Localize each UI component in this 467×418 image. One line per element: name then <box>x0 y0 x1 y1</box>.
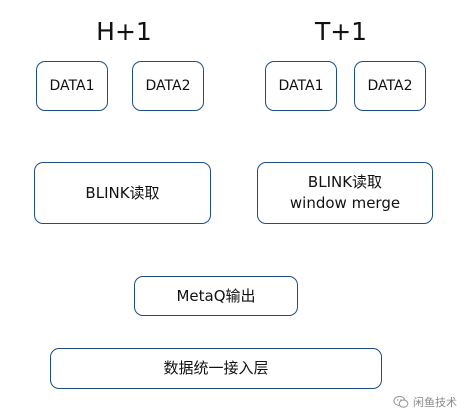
right-blink-label: BLINK读取 <box>307 173 383 191</box>
left-data1-box: DATA1 <box>36 61 108 111</box>
left-data1-label: DATA1 <box>49 78 95 94</box>
t-plus-1-title: T+1 <box>314 17 368 46</box>
wechat-icon <box>393 395 409 409</box>
right-data1-label: DATA1 <box>278 78 324 94</box>
right-data2-label: DATA2 <box>367 78 413 94</box>
left-blink-label: BLINK读取 <box>85 183 160 202</box>
right-data2-box: DATA2 <box>354 61 426 111</box>
metaq-output-label: MetaQ输出 <box>176 286 256 305</box>
left-data2-box: DATA2 <box>132 61 204 111</box>
left-data2-label: DATA2 <box>145 78 191 94</box>
unified-access-layer-label: 数据统一接入层 <box>163 359 269 377</box>
metaq-output-box: MetaQ输出 <box>134 276 298 316</box>
unified-access-layer-box: 数据统一接入层 <box>50 348 382 389</box>
right-blink-box: BLINK读取 window merge <box>257 162 433 224</box>
watermark: 闲鱼技术 <box>393 394 457 410</box>
watermark-text: 闲鱼技术 <box>413 396 457 409</box>
right-data1-box: DATA1 <box>265 61 337 111</box>
right-blink-sublabel: window merge <box>289 194 401 212</box>
h-plus-1-title: H+1 <box>96 17 152 46</box>
left-blink-box: BLINK读取 <box>34 162 211 224</box>
